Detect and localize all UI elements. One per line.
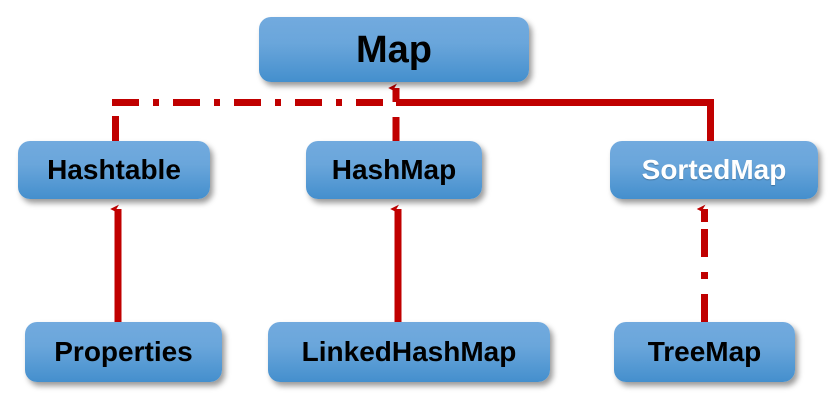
node-hashmap-label: HashMap: [331, 154, 457, 185]
node-map-label: Map: [356, 28, 432, 71]
node-treemap[interactable]: TreeMap: [614, 322, 795, 382]
edge-hashtable-to-map: [112, 99, 396, 143]
node-treemap-label: TreeMap: [647, 336, 762, 367]
node-linkedhashmap[interactable]: LinkedHashMap: [268, 322, 550, 382]
node-hashmap[interactable]: HashMap: [306, 141, 482, 199]
node-linkedhashmap-label: LinkedHashMap: [301, 336, 517, 367]
edge-sortedmap-to-map: [396, 99, 714, 143]
node-hashtable[interactable]: Hashtable: [18, 141, 210, 199]
node-sortedmap-label: SortedMap: [641, 154, 787, 185]
node-hashtable-label: Hashtable: [47, 154, 181, 185]
node-map[interactable]: Map: [259, 17, 529, 82]
node-sortedmap[interactable]: SortedMap: [610, 141, 818, 199]
node-properties[interactable]: Properties: [25, 322, 222, 382]
node-properties-label: Properties: [54, 336, 193, 367]
